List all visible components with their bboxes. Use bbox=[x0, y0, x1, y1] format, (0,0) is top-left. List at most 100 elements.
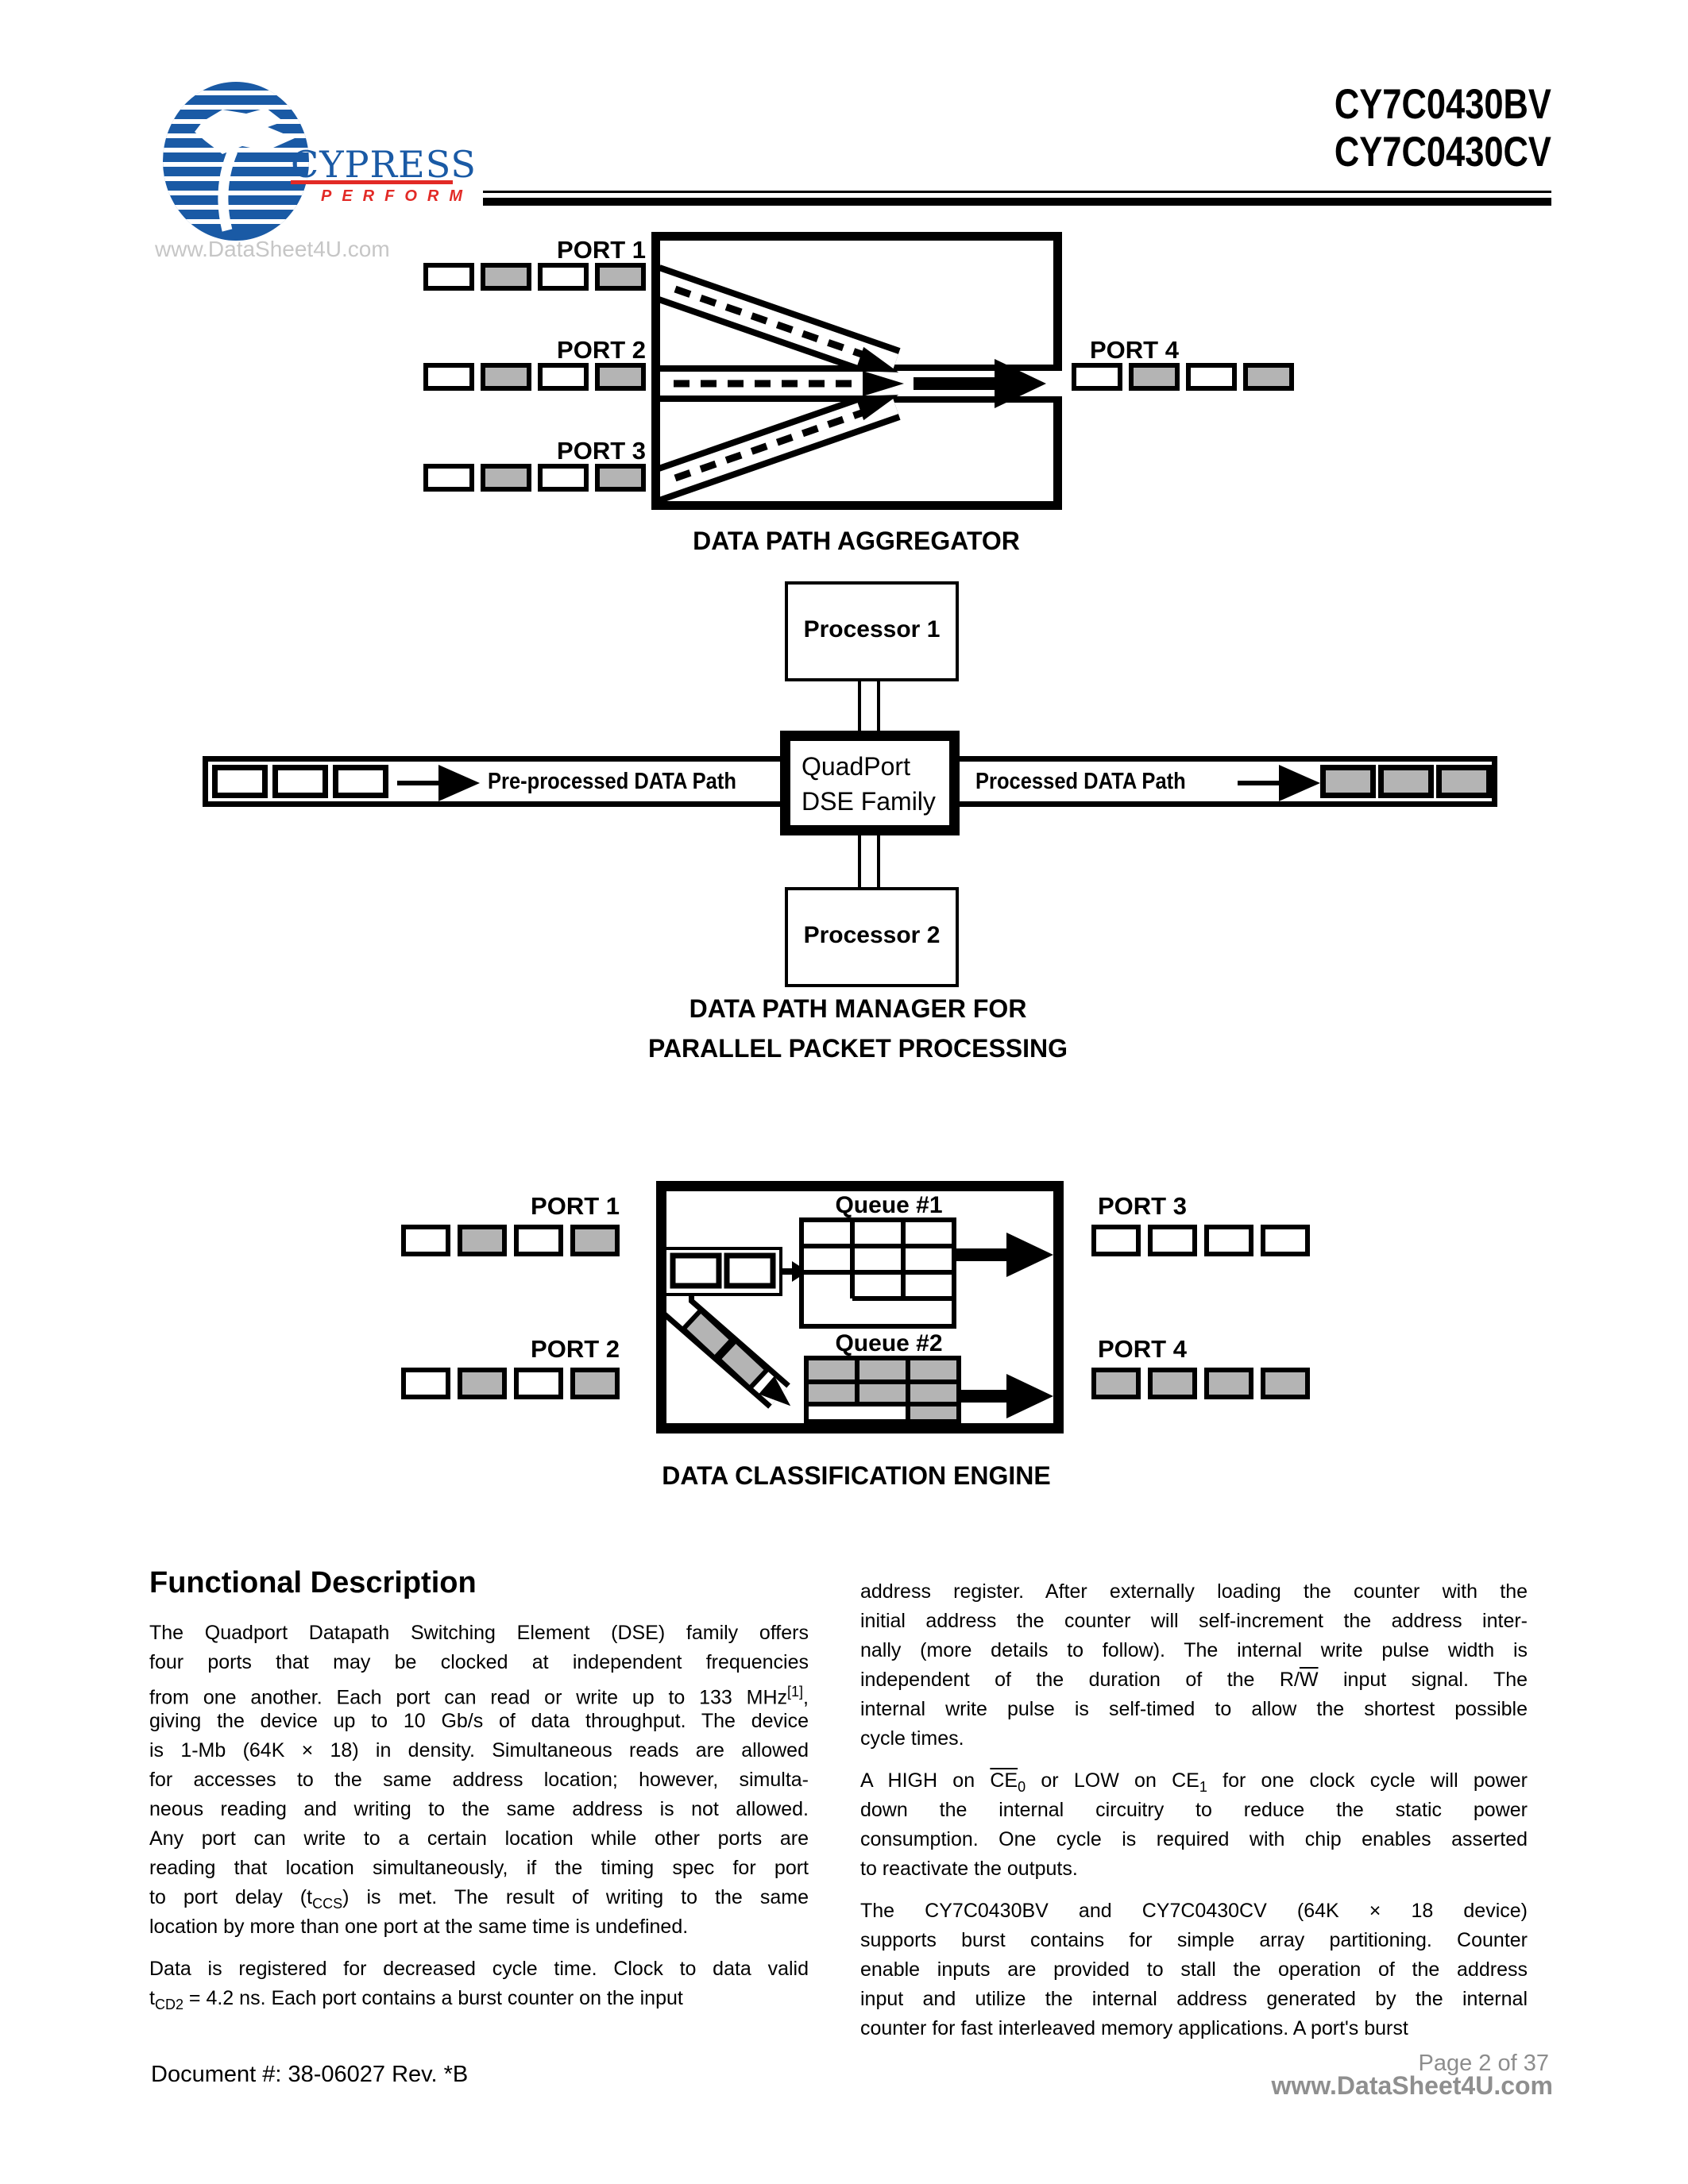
right-column: address register. After externally loadi… bbox=[860, 1577, 1528, 2056]
packet-filled bbox=[458, 1225, 507, 1256]
brand-wordmark: CYPRESS bbox=[291, 143, 477, 186]
queue1-label: Queue #1 bbox=[835, 1192, 943, 1218]
dse-family-line: DSE Family bbox=[802, 787, 936, 816]
packet-filled bbox=[1378, 765, 1434, 798]
aggregator-arrows bbox=[651, 232, 1062, 510]
agg-port4-label: PORT 4 bbox=[1090, 336, 1179, 364]
agg-port2-packets bbox=[423, 363, 646, 391]
paragraph: The Quadport Datapath Switching Element … bbox=[149, 1619, 809, 1942]
text-line: Data is registered for decreased cycle t… bbox=[149, 1958, 809, 1980]
packet-filled bbox=[1261, 1368, 1310, 1399]
cls-port1-packets bbox=[401, 1225, 620, 1256]
packet-filled bbox=[1091, 1368, 1141, 1399]
text-line: initial address the counter will self-in… bbox=[860, 1610, 1528, 1632]
agg-port2-label: PORT 2 bbox=[557, 336, 646, 364]
agg-port1-packets bbox=[423, 263, 646, 291]
text-line: A HIGH on CE0 or LOW on CE1 for one cloc… bbox=[860, 1769, 1528, 1795]
quadport-dse-box: QuadPort DSE Family bbox=[780, 731, 960, 835]
text-line: The Quadport Datapath Switching Element … bbox=[149, 1622, 809, 1644]
text-line: down the internal circuitry to reduce th… bbox=[860, 1799, 1528, 1821]
packet-filled bbox=[570, 1368, 620, 1399]
packet-empty bbox=[1072, 363, 1122, 391]
packet-filled bbox=[595, 464, 646, 492]
watermark-top: www.DataSheet4U.com bbox=[155, 237, 390, 261]
packet-filled bbox=[595, 263, 646, 291]
part-number-2: CY7C0430CV bbox=[1335, 129, 1551, 176]
agg-port3-packets bbox=[423, 464, 646, 492]
preprocessed-packets bbox=[212, 765, 388, 798]
cls-port1-label: PORT 1 bbox=[531, 1192, 620, 1220]
cypress-globe-logo bbox=[147, 78, 338, 249]
packet-filled bbox=[1320, 765, 1376, 798]
packet-filled bbox=[1243, 363, 1294, 391]
classifier-box: Queue #1 Queue #2 bbox=[656, 1181, 1064, 1433]
part-number-1: CY7C0430BV bbox=[1335, 81, 1551, 128]
text-line: cycle times. bbox=[860, 1727, 964, 1750]
packet-empty bbox=[514, 1368, 563, 1399]
header-rule-thin bbox=[483, 191, 1551, 193]
bus-line bbox=[877, 835, 880, 887]
quadport-line: QuadPort bbox=[802, 752, 910, 781]
packet-empty bbox=[1204, 1225, 1253, 1256]
paragraph: address register. After externally loadi… bbox=[860, 1577, 1528, 1754]
quadport-dse-label: QuadPort DSE Family bbox=[790, 741, 949, 819]
text-line: internal write pulse is self-timed to al… bbox=[860, 1698, 1528, 1720]
cls-port3-label: PORT 3 bbox=[1098, 1192, 1187, 1220]
agg-port1-label: PORT 1 bbox=[557, 236, 646, 264]
packet-filled bbox=[481, 263, 531, 291]
cls-port4-packets bbox=[1091, 1368, 1310, 1399]
text-line: from one another. Each port can read or … bbox=[149, 1684, 809, 1707]
globe-icon bbox=[163, 82, 309, 241]
text-line: for accesses to the same address locatio… bbox=[149, 1769, 809, 1791]
bus-line bbox=[877, 681, 880, 732]
packet-filled bbox=[1436, 765, 1492, 798]
left-column: The Quadport Datapath Switching Element … bbox=[149, 1619, 809, 2026]
packet-filled bbox=[1129, 363, 1180, 391]
packet-empty bbox=[333, 765, 388, 798]
processor1-label: Processor 1 bbox=[803, 616, 941, 642]
queue2-label: Queue #2 bbox=[835, 1330, 943, 1356]
text-line: tCD2 = 4.2 ns. Each port contains a burs… bbox=[149, 1987, 683, 2012]
arrow-shaft bbox=[397, 781, 440, 785]
bus-line bbox=[858, 681, 861, 732]
text-line: supports burst contains for simple array… bbox=[860, 1929, 1528, 1951]
arrow-shaft bbox=[1238, 781, 1280, 785]
paragraph: Data is registered for decreased cycle t… bbox=[149, 1954, 809, 2013]
packet-filled bbox=[1204, 1368, 1253, 1399]
manager-caption-line2: PARALLEL PACKET PROCESSING bbox=[647, 1034, 1068, 1063]
text-line: to reactivate the outputs. bbox=[860, 1858, 1078, 1880]
text-line: four ports that may be clocked at indepe… bbox=[149, 1651, 809, 1673]
aggregator-box bbox=[651, 232, 1062, 510]
text-line: giving the device up to 10 Gb/s of data … bbox=[149, 1710, 809, 1732]
classifier-caption: DATA CLASSIFICATION ENGINE bbox=[662, 1461, 1051, 1490]
packet-empty bbox=[423, 263, 474, 291]
brand-tagline: PERFORM bbox=[321, 187, 473, 205]
cls-port2-label: PORT 2 bbox=[531, 1335, 620, 1363]
processed-label: Processed DATA Path bbox=[975, 769, 1186, 794]
text-line: to port delay (tCCS) is met. The result … bbox=[149, 1886, 809, 1912]
part-numbers: CY7C0430BV CY7C0430CV bbox=[1335, 81, 1551, 176]
classifier-graphics bbox=[666, 1217, 1053, 1423]
text-line: address register. After externally loadi… bbox=[860, 1580, 1528, 1603]
paragraph: A HIGH on CE0 or LOW on CE1 for one cloc… bbox=[860, 1766, 1528, 1884]
right-arrow-icon bbox=[1279, 765, 1320, 801]
text-line: consumption. One cycle is required with … bbox=[860, 1828, 1528, 1850]
packet-empty bbox=[538, 263, 589, 291]
text-line: location by more than one port at the sa… bbox=[149, 1916, 689, 1938]
text-line: Any port can write to a certain location… bbox=[149, 1827, 809, 1850]
processor2-box: Processor 2 bbox=[785, 887, 959, 987]
packet-empty bbox=[538, 464, 589, 492]
footer-document-number: Document #: 38-06027 Rev. *B bbox=[151, 2062, 469, 2087]
text-line: nally (more details to follow). The inte… bbox=[860, 1639, 1528, 1661]
watermark-bottom: www.DataSheet4U.com bbox=[1271, 2071, 1553, 2100]
footer-page-number: Page 2 of 37 bbox=[1418, 2051, 1549, 2076]
packet-empty bbox=[423, 464, 474, 492]
packet-empty bbox=[212, 765, 268, 798]
packet-empty bbox=[538, 363, 589, 391]
aggregator-caption: DATA PATH AGGREGATOR bbox=[693, 527, 1020, 555]
agg-port3-label: PORT 3 bbox=[557, 437, 646, 465]
packet-empty bbox=[1261, 1225, 1310, 1256]
text-line: counter for fast interleaved memory appl… bbox=[860, 2017, 1408, 2039]
packet-filled bbox=[1148, 1368, 1197, 1399]
